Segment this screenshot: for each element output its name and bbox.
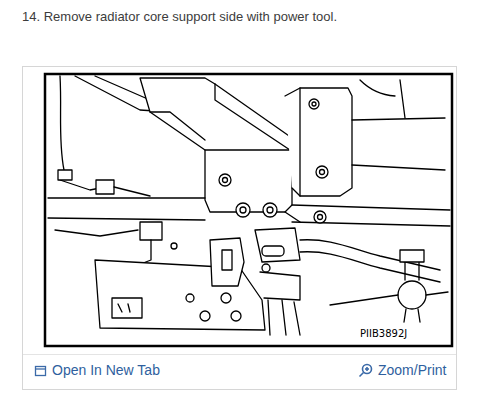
zoom-print-link: Zoom/Print <box>378 362 446 379</box>
step-instruction: 14. Remove radiator core support side wi… <box>22 9 337 25</box>
figure-code: PIIB3892J <box>359 328 408 340</box>
open-tab-link: Open In New Tab <box>52 362 160 379</box>
